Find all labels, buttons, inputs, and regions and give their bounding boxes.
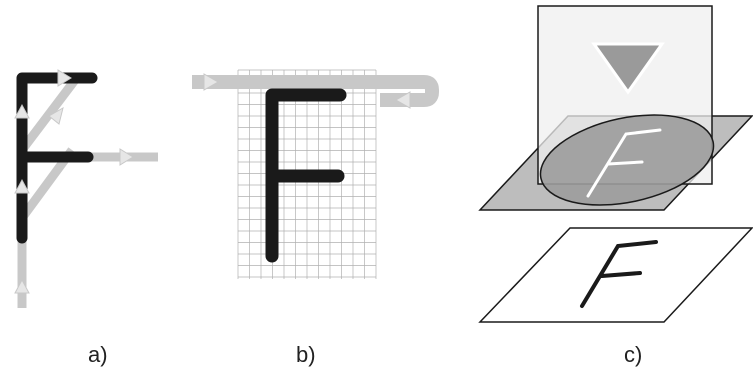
panel-c-label: c) bbox=[624, 342, 642, 367]
raster-letter-f bbox=[265, 88, 347, 263]
arrow-right-icon bbox=[119, 148, 134, 166]
arrow-right-icon bbox=[57, 69, 72, 87]
beam-ellipse bbox=[539, 114, 715, 206]
mask-letter-f bbox=[586, 128, 662, 198]
panel-b: b) bbox=[192, 69, 439, 367]
output-letter-f bbox=[580, 240, 658, 308]
arrow-up-icon bbox=[14, 278, 30, 294]
panel-a: a) bbox=[14, 69, 158, 367]
arrow-up-icon bbox=[14, 178, 30, 194]
arrow-up-right-icon bbox=[48, 106, 64, 125]
scan-path bbox=[192, 75, 439, 107]
arrow-right-icon bbox=[203, 73, 220, 91]
panel-b-label: b) bbox=[296, 342, 316, 367]
panel-c: c) bbox=[478, 5, 753, 367]
pen-path-diagonal-top bbox=[18, 73, 82, 153]
arrow-up-icon bbox=[14, 103, 30, 119]
arrow-left-icon bbox=[394, 91, 411, 109]
down-triangle-icon bbox=[591, 42, 665, 95]
panel-a-label: a) bbox=[88, 342, 108, 367]
